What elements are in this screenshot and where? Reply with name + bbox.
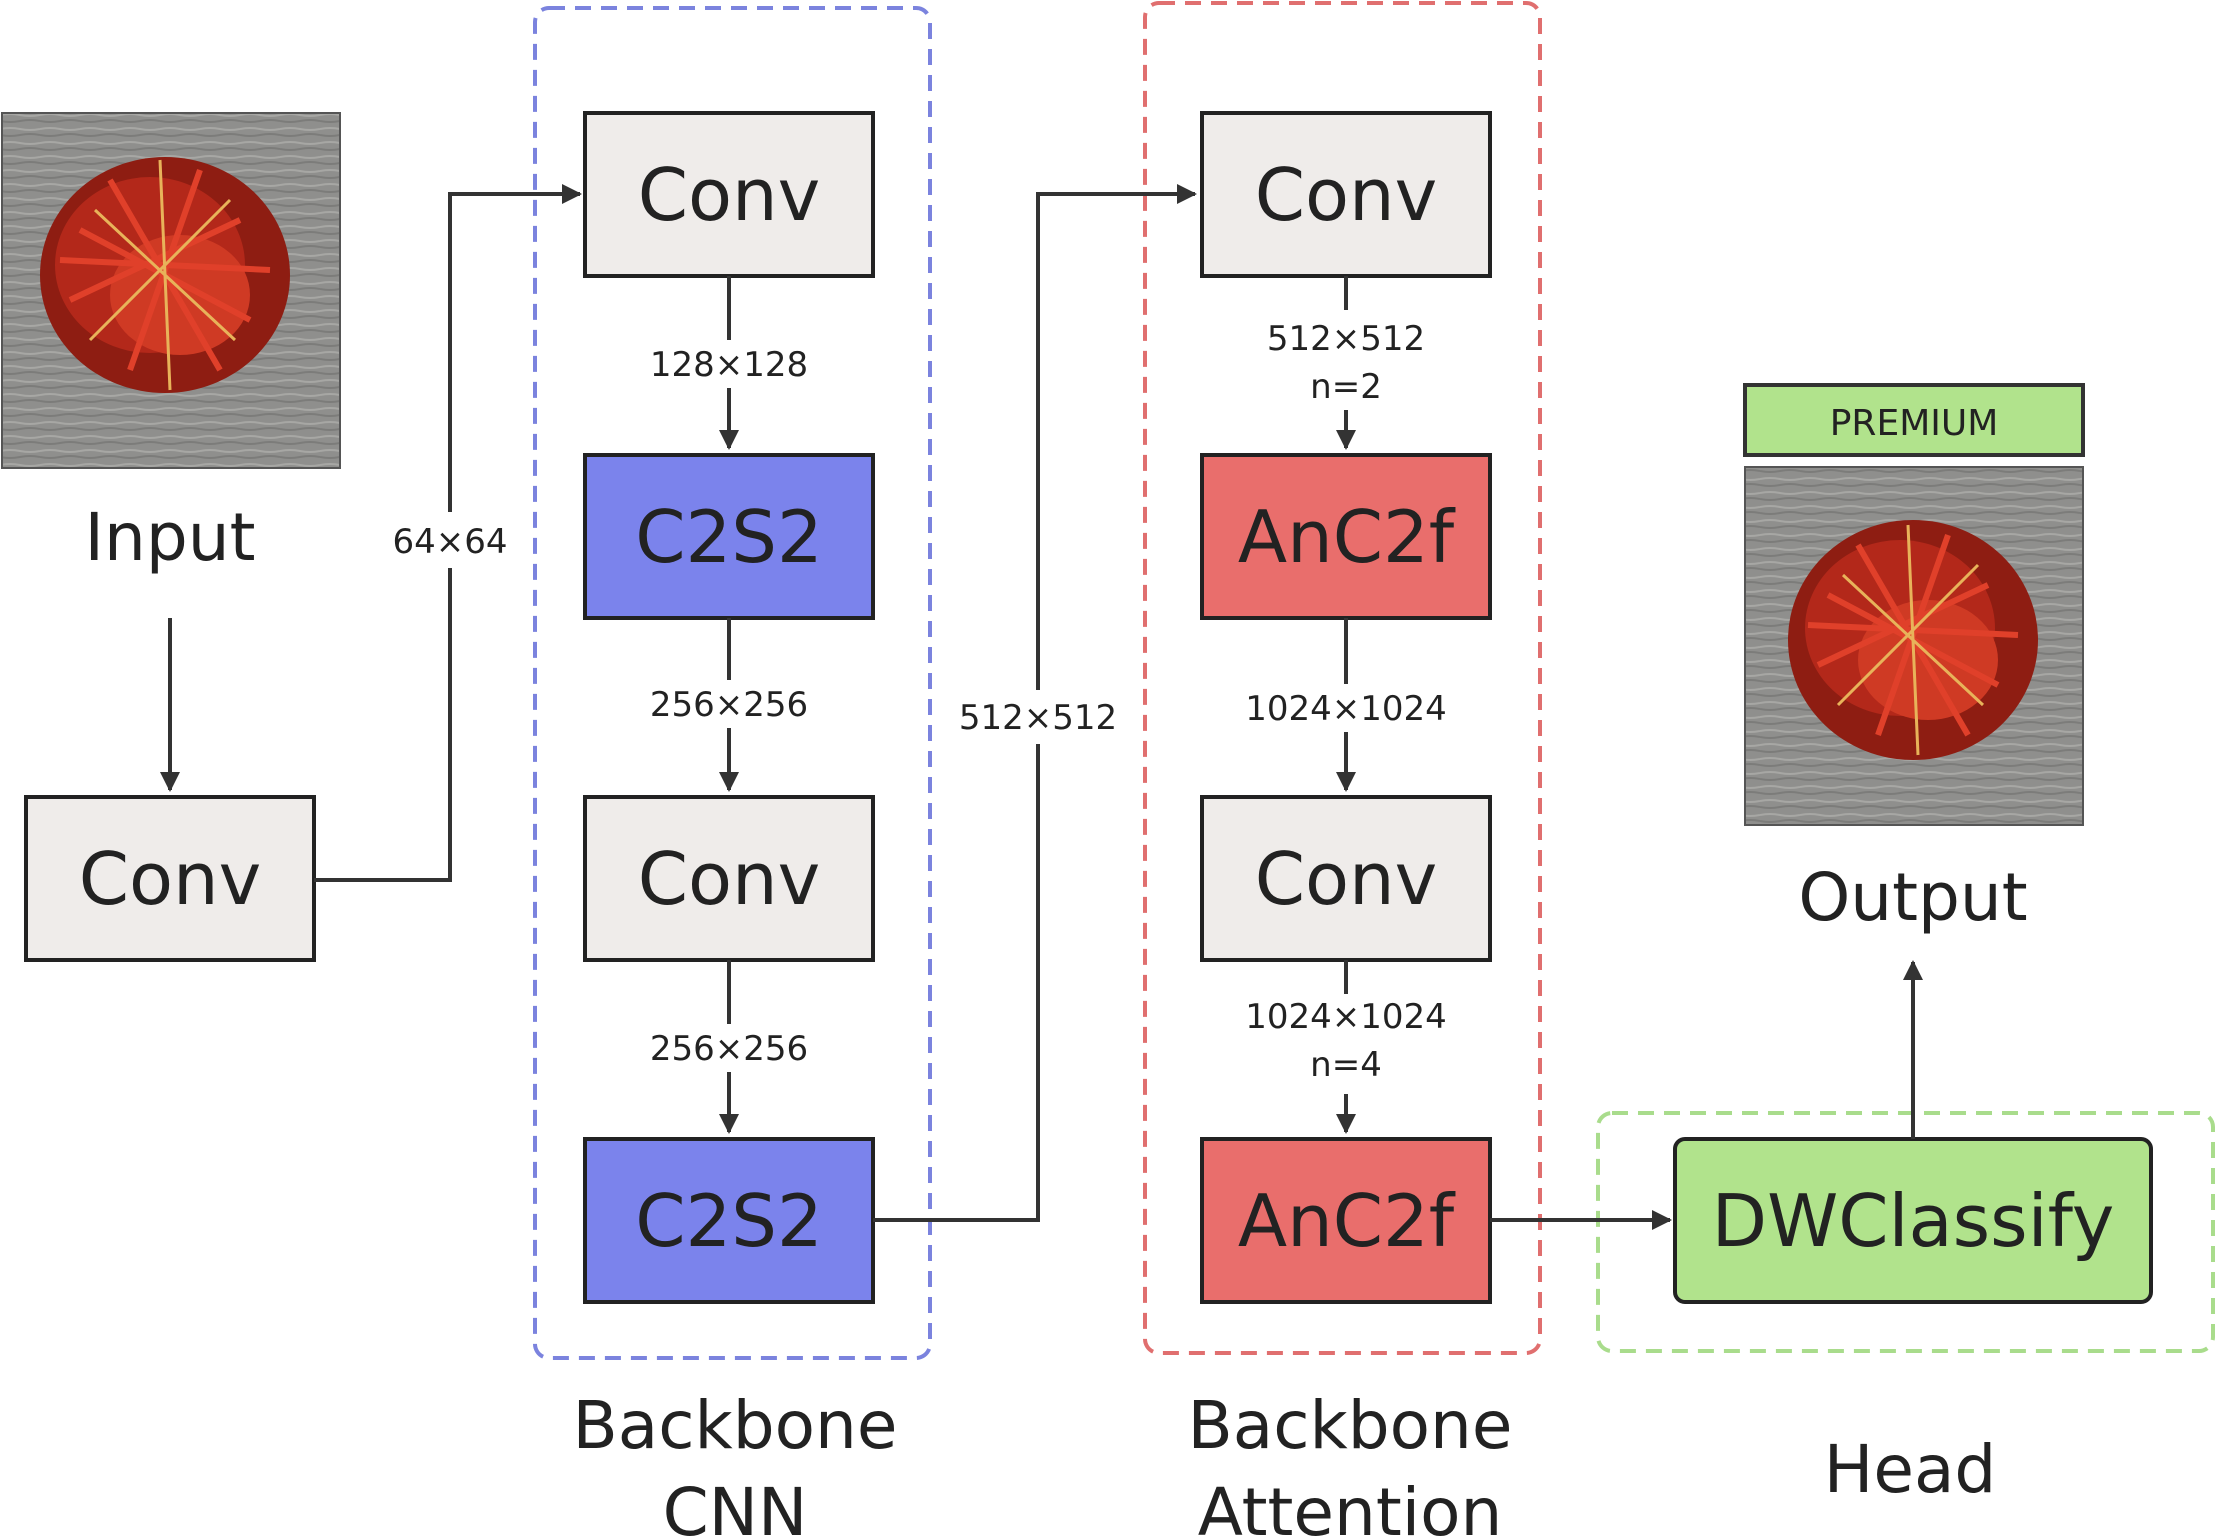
cnn-block-1-label: Conv — [638, 153, 821, 237]
attention-block-3: Conv — [1200, 795, 1492, 962]
attention-block-4: AnC2f — [1200, 1137, 1492, 1304]
head-group — [1596, 1111, 2215, 1353]
cnn-block-3-label: Conv — [638, 837, 821, 921]
attention-block-3-label: Conv — [1255, 837, 1438, 921]
dim-label-attention-3-n: n=4 — [1310, 1045, 1382, 1085]
dim-label-attention-2: 1024×1024 — [1245, 689, 1447, 729]
cnn-block-4-label: C2S2 — [635, 1179, 823, 1263]
output-image — [1744, 466, 2084, 826]
cnn-block-1: Conv — [583, 111, 875, 278]
stem-conv-block: Conv — [24, 795, 316, 962]
premium-badge-text: PREMIUM — [1830, 403, 1999, 444]
cnn-block-3: Conv — [583, 795, 875, 962]
dim-label-attention-1-n: n=2 — [1310, 367, 1382, 407]
attention-caption-line1: Backbone — [1188, 1387, 1513, 1464]
dwclassify-block: DWClassify — [1673, 1137, 2153, 1304]
attention-caption-line2: Attention — [1198, 1474, 1503, 1540]
cnn-caption-line2: CNN — [663, 1474, 808, 1540]
cnn-block-4: C2S2 — [583, 1137, 875, 1304]
dim-label-attention-1: 512×512 — [1267, 319, 1425, 359]
dim-label-cnn-3: 256×256 — [650, 1029, 808, 1069]
attention-block-4-label: AnC2f — [1238, 1179, 1456, 1263]
attention-block-2: AnC2f — [1200, 453, 1492, 620]
cnn-caption-line1: Backbone — [573, 1387, 898, 1464]
dim-label-cnn-2: 256×256 — [650, 685, 808, 725]
input-image — [1, 112, 341, 469]
cnn-block-2-label: C2S2 — [635, 495, 823, 579]
dim-label-stem: 64×64 — [392, 522, 507, 562]
dwclassify-label: DWClassify — [1712, 1179, 2115, 1263]
dim-label-attention-3: 1024×1024 — [1245, 997, 1447, 1037]
dim-label-cnn-1: 128×128 — [650, 345, 808, 385]
input-caption: Input — [85, 499, 256, 576]
backbone-cnn-group — [533, 6, 932, 1360]
premium-badge: PREMIUM — [1743, 383, 2085, 457]
backbone-attention-group — [1143, 1, 1542, 1355]
head-caption: Head — [1824, 1431, 1997, 1508]
output-caption: Output — [1798, 859, 2027, 936]
dim-label-cnn-out: 512×512 — [959, 698, 1117, 738]
cnn-block-2: C2S2 — [583, 453, 875, 620]
attention-block-2-label: AnC2f — [1238, 495, 1456, 579]
attention-block-1: Conv — [1200, 111, 1492, 278]
attention-block-1-label: Conv — [1255, 153, 1438, 237]
stem-conv-label: Conv — [79, 837, 262, 921]
